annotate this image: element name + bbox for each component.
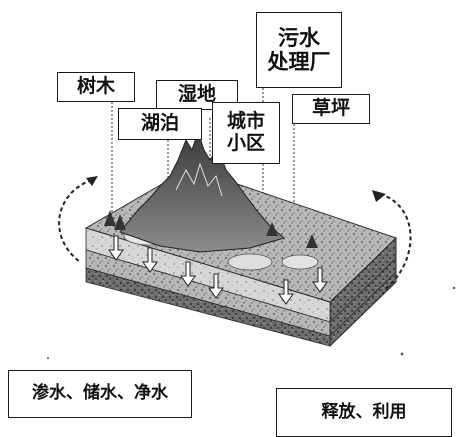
label-sewage-line2: 处理厂 xyxy=(267,50,331,74)
down-arrow-icon xyxy=(208,273,224,299)
label-city-community: 城市 小区 xyxy=(212,102,280,164)
wetland-patch xyxy=(227,253,273,271)
label-city-line2: 小区 xyxy=(226,132,265,154)
caption-release-text: 释放、利用 xyxy=(321,401,407,422)
label-sewage-plant: 污水 处理厂 xyxy=(256,12,342,88)
label-trees-text: 树木 xyxy=(76,75,115,98)
circulation-arrows xyxy=(58,179,412,291)
label-trees: 树木 xyxy=(57,72,135,102)
label-sewage-line1: 污水 xyxy=(278,25,320,50)
label-wetland-text: 湿地 xyxy=(177,83,216,106)
caption-infiltrate-store-purify: 渗水、储水、净水 xyxy=(8,370,192,418)
lawn-patch xyxy=(281,254,319,270)
label-lake: 湖泊 xyxy=(118,108,202,140)
speck xyxy=(452,286,456,290)
tree-cluster xyxy=(104,210,318,248)
down-arrow-icon xyxy=(278,279,294,305)
speck xyxy=(400,352,404,356)
left-circular-arrow-icon xyxy=(58,179,93,263)
speck xyxy=(47,357,49,359)
caption-release-use: 释放、利用 xyxy=(276,388,452,437)
infiltration-arrows xyxy=(108,235,328,305)
down-arrow-icon xyxy=(142,247,158,273)
down-arrow-icon xyxy=(180,261,196,287)
tree xyxy=(114,214,126,230)
right-face-layer-line-2 xyxy=(329,271,397,337)
label-lawn: 草坪 xyxy=(292,94,370,124)
mountain-ridge-highlight xyxy=(175,162,223,197)
down-arrow-icon xyxy=(312,267,328,293)
label-lawn-text: 草坪 xyxy=(311,97,350,120)
tree xyxy=(104,210,116,226)
right-face-layer-line-1 xyxy=(329,257,397,323)
scan-specks xyxy=(47,286,456,359)
tree xyxy=(266,222,278,236)
terrain-block xyxy=(84,130,397,348)
left-arrow-head-icon xyxy=(86,176,98,186)
block-rock-layer xyxy=(85,267,331,347)
right-arrow-head-icon xyxy=(372,190,386,202)
caption-infiltrate-text: 渗水、储水、净水 xyxy=(32,383,168,404)
tree xyxy=(306,234,318,248)
label-city-line1: 城市 xyxy=(226,110,265,133)
label-lake-text: 湖泊 xyxy=(140,112,179,135)
down-arrow-icon xyxy=(108,235,124,261)
